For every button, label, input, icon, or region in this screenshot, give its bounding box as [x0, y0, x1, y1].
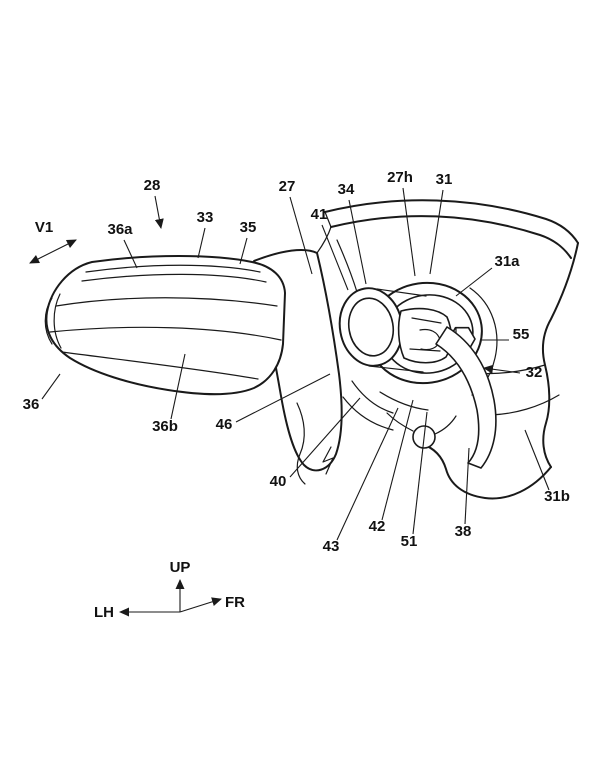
lower-arm-line-1 [351, 380, 394, 414]
bracket-break-wavy-line [296, 402, 306, 485]
bushing-inner-ring [347, 297, 395, 357]
leader-42 [381, 399, 414, 521]
lamp-housing-outline [45, 255, 286, 396]
label-34: 34 [338, 181, 355, 198]
stud-link-line-left [386, 412, 414, 432]
leader-33 [197, 227, 206, 259]
label-35: 35 [240, 219, 257, 236]
leader-41 [321, 224, 349, 291]
label-40: 40 [270, 473, 287, 490]
label-27h: 27h [387, 169, 413, 186]
reference-labels: 28 V1 36a 33 35 27 41 34 27h 31 31a 55 3… [23, 169, 570, 555]
clip-upper-detail-line [411, 317, 442, 324]
panel-lower-contour [490, 394, 560, 416]
label-31a: 31a [494, 253, 520, 270]
panel-right-edge [542, 242, 579, 468]
panel-surface-line [336, 239, 358, 293]
leader-31b [524, 429, 550, 491]
axis-fr-arrow [179, 597, 222, 613]
lamp-cover-seam-upper [85, 264, 261, 273]
lamp-lens-mid-contour [55, 297, 278, 307]
leader-36 [41, 373, 61, 400]
lamp-unit [44, 255, 286, 396]
axis-lh-label: LH [94, 604, 114, 621]
leader-34 [348, 199, 367, 285]
leader-31a [455, 267, 493, 297]
leader-28 [154, 195, 164, 229]
label-36b: 36b [152, 418, 178, 435]
label-41: 41 [311, 206, 328, 223]
leader-38 [464, 447, 470, 525]
label-36a: 36a [107, 221, 133, 238]
harness-cable [435, 326, 497, 469]
leader-46 [235, 373, 331, 423]
axis-up-label: UP [170, 559, 191, 576]
label-33: 33 [197, 209, 214, 226]
label-38: 38 [455, 523, 472, 540]
lower-arm-line-3 [379, 391, 429, 411]
lower-arm-line-2 [342, 396, 394, 431]
panel-top-edge-inner [330, 215, 572, 259]
bracket-to-panel-line [316, 226, 332, 254]
lamp-lens-lower-contour [49, 326, 282, 341]
label-28: 28 [144, 177, 161, 194]
label-27: 27 [279, 178, 296, 195]
leader-27h [402, 187, 416, 277]
lamp-cover-seam-lower [81, 273, 267, 283]
label-31: 31 [436, 171, 453, 188]
label-55: 55 [513, 326, 530, 343]
lamp-nose-facet-inner [53, 293, 62, 349]
bracket-break-zigzag [322, 446, 334, 475]
leader-36a [123, 239, 138, 269]
leader-32 [483, 364, 521, 374]
wire-harness [435, 326, 497, 469]
label-36: 36 [23, 396, 40, 413]
lamp-nose-facet-outer [44, 297, 53, 345]
leader-27 [289, 196, 313, 275]
leader-43 [336, 407, 399, 541]
lower-bracket-details [342, 380, 457, 449]
view-arrow-v1 [29, 239, 77, 264]
label-51: 51 [401, 533, 418, 550]
axis-indicator: UP LH FR [94, 559, 245, 621]
label-43: 43 [323, 538, 340, 555]
label-46: 46 [216, 416, 233, 433]
panel-bottom-cut-edge [421, 443, 552, 500]
leader-35 [239, 237, 248, 265]
grommet-cone-top-line [376, 288, 427, 297]
axis-fr-label: FR [225, 594, 245, 611]
leader-lines [29, 187, 550, 541]
body-panel [324, 199, 579, 500]
panel-top-edge-outer [324, 199, 579, 244]
label-v1: V1 [35, 219, 53, 236]
leader-40 [289, 397, 361, 478]
stud-link-line-right [434, 415, 457, 435]
label-42: 42 [369, 518, 386, 535]
grommet-cone-bottom-line [368, 365, 424, 373]
label-32: 32 [526, 364, 543, 381]
leader-51 [412, 411, 428, 535]
lamp-body-lower-line [61, 351, 259, 380]
panel-edge-connector [324, 211, 332, 228]
label-31b: 31b [544, 488, 570, 505]
leader-36b [170, 353, 186, 420]
leader-31 [429, 189, 444, 275]
